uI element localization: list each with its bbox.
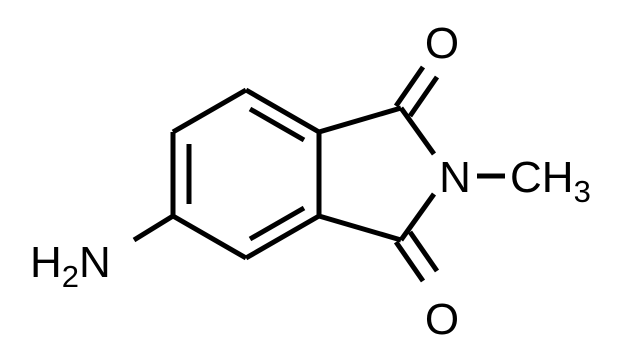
- amine-nitrogen: N: [79, 238, 111, 287]
- bond-ring-c6-c1: [171, 87, 248, 135]
- bond-co-bottom-a: [393, 240, 426, 283]
- bond-co-bottom-b: [407, 230, 440, 273]
- atom-nitrogen: N: [439, 153, 471, 202]
- carbonyl-double-bonds: [393, 65, 440, 283]
- methyl-carbon: C: [510, 153, 542, 202]
- imide-ring: [318, 105, 437, 243]
- bond-co-top-b: [407, 75, 440, 118]
- methyl-label: CH3: [510, 153, 591, 209]
- bond-carbonyl-bottom-n: [398, 192, 437, 242]
- atom-oxygen-top: O: [425, 19, 459, 68]
- benzene-ring: [170, 87, 322, 261]
- bond-c3-carbonyl-bottom: [318, 213, 402, 243]
- atom-oxygen-bottom: O: [425, 295, 459, 344]
- amine-label: H2N: [30, 238, 111, 294]
- amine-hydrogen: H: [30, 238, 62, 287]
- bond-ring-inner-bottom: [248, 205, 306, 242]
- bond-c2-carbonyl-top: [318, 105, 402, 135]
- bond-ring-nh2: [132, 213, 175, 243]
- methyl-hydrogen: H: [542, 153, 574, 202]
- bond-carbonyl-top-n: [398, 106, 437, 156]
- methyl-subscript: 3: [574, 174, 591, 209]
- amine-subscript: 2: [62, 259, 79, 294]
- bond-ring-c1-c2: [244, 87, 321, 135]
- bond-co-top-a: [393, 65, 426, 108]
- bond-ring-c4-c5: [171, 213, 248, 261]
- bond-ring-c3-c4: [244, 213, 321, 261]
- bond-ring-inner-top: [248, 106, 306, 143]
- amine-bond: [132, 213, 175, 243]
